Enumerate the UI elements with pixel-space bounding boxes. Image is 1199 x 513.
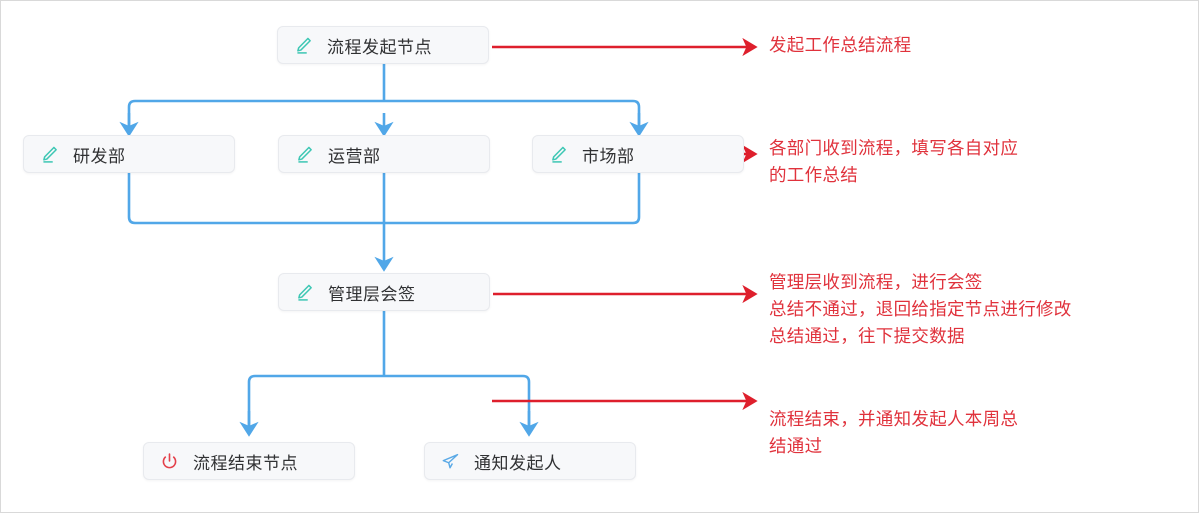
annotation-departments: 各部门收到流程，填写各自对应 的工作总结 [769, 138, 1019, 185]
node-label: 流程发起节点 [327, 37, 432, 57]
blue-connectors [119, 64, 649, 437]
node-label: 流程结束节点 [193, 453, 298, 473]
pencil-edit-icon [298, 284, 312, 301]
node-label: 通知发起人 [474, 453, 562, 473]
split-bar-departments [127, 99, 641, 133]
node-label: 管理层会签 [328, 284, 416, 304]
node-label: 运营部 [328, 146, 381, 166]
node-end[interactable]: 流程结束节点 [143, 442, 355, 480]
node-operations-department[interactable]: 运营部 [278, 135, 490, 173]
annotation-start: 发起工作总结流程 [769, 35, 912, 55]
pencil-edit-icon [298, 146, 312, 163]
node-notify-initiator[interactable]: 通知发起人 [424, 442, 636, 480]
node-management-countersign[interactable]: 管理层会签 [278, 273, 490, 311]
annotation-management: 管理层收到流程，进行会签 总结不通过，退回给指定节点进行修改 总结通过，往下提交… [769, 272, 1072, 346]
paper-plane-send-icon [442, 453, 459, 468]
split-bar-bottom [247, 374, 531, 431]
node-label: 研发部 [73, 146, 126, 166]
node-label: 市场部 [582, 146, 635, 166]
pencil-edit-icon [297, 37, 311, 54]
node-rd-department[interactable]: 研发部 [23, 135, 235, 173]
annotation-notify: 流程结束，并通知发起人本周总 结通过 [769, 409, 1019, 456]
pencil-edit-icon [552, 146, 566, 163]
node-marketing-department[interactable]: 市场部 [532, 135, 744, 173]
merge-bar-departments [127, 173, 641, 225]
power-off-icon [162, 452, 177, 468]
node-start[interactable]: 流程发起节点 [277, 26, 489, 64]
pencil-edit-icon [43, 146, 57, 163]
red-annotation-arrows [492, 37, 758, 411]
